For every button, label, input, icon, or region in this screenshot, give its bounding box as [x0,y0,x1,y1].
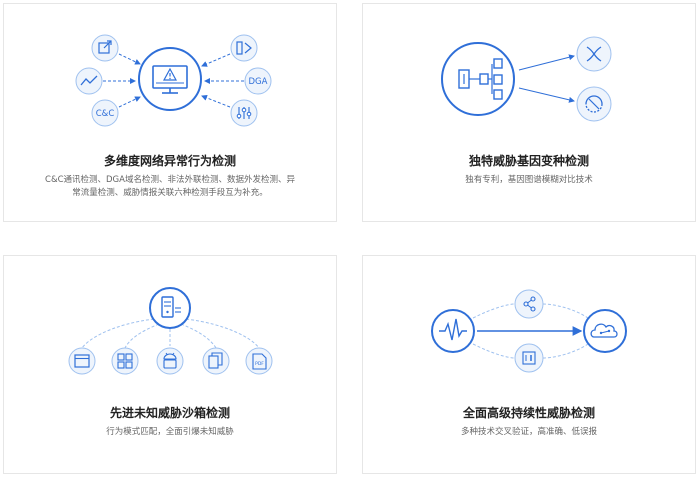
cloud-network-icon [583,309,627,353]
card-title: 先进未知威胁沙箱检测 [109,406,230,420]
gene-detection-illustration [441,36,612,122]
card-description: 独有专利，基因图谱模糊对比技术 [465,175,593,185]
apt-detection-illustration [431,289,627,373]
card-title: 多维度网络异常行为检测 [103,154,236,168]
card-network-anomaly-detection: C&C DGA 多维度网络异常 [3,3,337,222]
dna-variant-icon [576,36,612,72]
card-description: 行为模式匹配，全面引爆未知威胁 [106,427,234,437]
traffic-trend-icon [75,67,103,95]
waveform-icon [431,309,475,353]
card-gene-variant-detection: 独特威胁基因变种检测 独有专利，基因图谱模糊对比技术 [362,3,696,222]
browser-window-icon [68,347,96,375]
card-description: C&C通讯检测、DGA域名检测、非法外联检测、数据外发检测、异常流量检测、威胁情… [45,175,295,198]
data-panel-icon [514,343,544,373]
pdf-file-icon: PDF [245,347,273,375]
sandbox-illustration: PDF [68,287,273,375]
card-title: 全面高级持续性威胁检测 [462,406,595,420]
card-apt-detection: 全面高级持续性威胁检测 多种技术交叉验证，高准确、低误报 [362,255,696,474]
gene-tree-icon [441,42,515,116]
documents-icon [202,347,230,375]
share-nodes-icon [514,289,544,319]
card-title: 独特威胁基因变种检测 [468,154,589,168]
network-detection-illustration: C&C DGA [75,34,272,127]
monitor-alert-icon [138,47,202,111]
cc-icon: C&C [91,99,119,127]
data-outbound-icon [230,34,258,62]
android-icon [156,347,184,375]
threat-intel-settings-icon [230,99,258,127]
cc-label: C&C [96,109,115,119]
dga-icon: DGA [244,67,272,95]
dna-compare-icon [576,86,612,122]
windows-icon [111,347,139,375]
dga-label: DGA [249,77,268,87]
server-sandbox-icon [149,287,191,329]
card-description: 多种技术交叉验证，高准确、低误报 [460,427,597,437]
external-link-icon [91,34,119,62]
pdf-label: PDF [255,361,264,367]
card-sandbox-detection: PDF 先进未知威胁沙箱检测 行为模式匹配，全面引爆未知威胁 [3,255,337,474]
